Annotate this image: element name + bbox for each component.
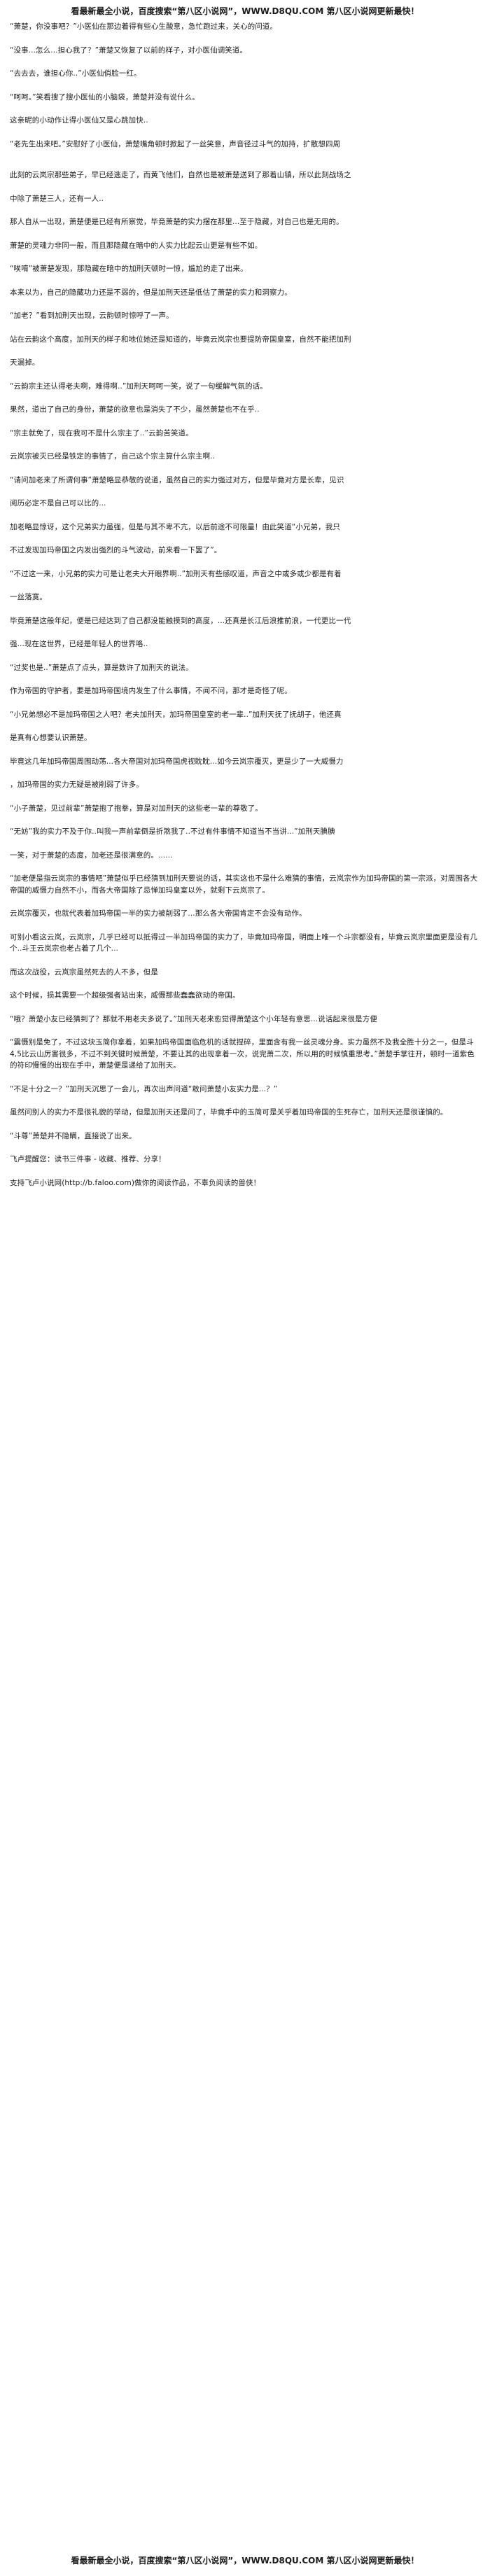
paragraph: 中除了萧楚三人，还有一人.. xyxy=(10,194,104,203)
paragraph: “唉唷”被萧楚发现，那隐藏在暗中的加刑天顿时一惊，尴尬的走了出来。 xyxy=(10,265,248,273)
paragraph: 强...现在这世界，已经是年轻人的世界咯.. xyxy=(10,640,148,648)
paragraph: 站在云韵这个高度，加刑天的样子和地位她还是知道的，毕竟云岚宗也要提防帝国皇室，自… xyxy=(10,335,351,344)
paragraph: “萧楚，你没事吧？”小医仙在那边着得有些心生酸意，急忙跑过来，关心的问道。 xyxy=(10,22,278,31)
paragraph: “不过这一来，小兄弟的实力可是让老夫大开眼界啊..”加刑天有些感叹道，声音之中或… xyxy=(10,569,342,578)
paragraph: 这亲昵的小动作让得小医仙又是心跳加快.. xyxy=(10,116,148,125)
paragraph: 云岚宗被灭已经是铁定的事情了，自己这个宗主算什么宗主啊.. xyxy=(10,452,216,461)
paragraph: “小子萧楚，见过前辈”萧楚抱了抱拳，算是对加刑天的这些老一辈的尊敬了。 xyxy=(10,804,262,813)
paragraph: “哦？萧楚小友已经猜到了？那就不用老夫多说了。”加刑天老来愈觉得萧楚这个小年轻有… xyxy=(10,1014,377,1023)
chapter-body: “萧楚，你没事吧？”小医仙在那边着得有些心生酸意，急忙跑过来，关心的问道。 “没… xyxy=(10,21,480,1189)
paragraph: 一笑，对于萧楚的态度，加老还是很满意的。...... xyxy=(10,850,173,860)
paragraph: 加老略显惊讶，这个兄弟实力虽强，但是与其不卑不亢，以后前途不可限量！由此笑道“小… xyxy=(10,522,340,531)
paragraph: “斗尊”萧楚并不隐瞒，直接说了出来。 xyxy=(10,1131,136,1140)
paragraph: 天漏掉。 xyxy=(10,358,40,367)
paragraph: ，加玛帝国的实力无疑是被削弱了许多。 xyxy=(10,780,144,789)
paragraph: “没事...怎么...担心我了？”萧楚又恢复了以前的样子，对小医仙调笑道。 xyxy=(10,46,248,55)
paragraph: 毕竟萧楚这般年纪，便是已经达到了自己都没能触摸到的高度，...还真是长江后浪推前… xyxy=(10,616,351,625)
paragraph: “震慑别是免了，不过这块玉简你拿着，如果加玛帝国面临危机的话就捏碎，里面含有我一… xyxy=(10,1038,475,1070)
paragraph: 飞卢提醒您：读书三件事 - 收藏、推荐、分享！ xyxy=(10,1155,166,1163)
paragraph: 云岚宗覆灭，也就代表着加玛帝国一半的实力被削弱了...那么各大帝国肯定不会没有动… xyxy=(10,909,307,918)
paragraph: “请问加老来了所谓何事”萧楚略显恭敬的说道，虽然自己的实力强过对方，但是毕竟对方… xyxy=(10,475,344,484)
paragraph: 阅历必定不是自己可以比的... xyxy=(10,499,106,507)
bottom-banner: 看最新最全小说，百度搜索“第八区小说网”，WWW.D8QU.COM 第八区小说网… xyxy=(71,2556,419,2566)
paragraph: “小兄弟想必不是加玛帝国之人吧？老夫加刑天，加玛帝国皇室的老一辈..”加刑天抚了… xyxy=(10,710,342,719)
paragraph: 这个时候，损其需要一个超级强者站出来，威慑那些蠢蠢欲动的帝国。 xyxy=(10,991,240,1000)
paragraph: 毕竟这几年加玛帝国周围动荡...各大帝国对加玛帝国虎视眈眈...如今云岚宗覆灭，… xyxy=(10,757,344,766)
paragraph: 那人自从一出现，萧楚便是已经有所察觉，毕竟萧楚的实力摆在那里...至于隐藏，对自… xyxy=(10,218,344,226)
paragraph: “宗主就免了，现在我可不是什么宗主了..”云韵苦笑道。 xyxy=(10,428,193,438)
paragraph: 本来以为，自己的隐藏功力还是不弱的，但是加刑天还是低估了萧楚的实力和洞察力。 xyxy=(10,288,292,297)
paragraph: 是真有心想要认识萧楚。 xyxy=(10,734,92,742)
paragraph: “呵呵。”笑看搜了搜小医仙的小脑袋，萧楚并没有说什么。 xyxy=(10,92,200,102)
paragraph: “不足十分之一？”加刑天沉思了一会儿，再次出声问道“敢问萧楚小友实力是...？” xyxy=(10,1084,278,1093)
paragraph: “去去去，谁担心你..”小医仙俏脸一红。 xyxy=(10,69,141,78)
paragraph: 而这次战役，云岚宗虽然死去的人不多，但是 xyxy=(10,967,158,976)
paragraph: 虽然问别人的实力不是很礼貌的举动，但是加刑天还是问了，毕竟手中的玉简可是关乎着加… xyxy=(10,1108,448,1116)
paragraph: 此刻的云岚宗那些弟子，早已经逃走了，而黄飞他们，自然也是被萧楚送到了那着山镇，所… xyxy=(10,171,351,179)
top-banner: 看最新最全小说，百度搜索“第八区小说网”，WWW.D8QU.COM 第八区小说网… xyxy=(71,6,419,16)
paragraph: “加老便是指云岚宗的事情吧”萧楚似乎已经猜到加刑天要说的话，其实这也不是什么难猜… xyxy=(10,874,478,895)
paragraph: 不过发现加玛帝国之内发出强烈的斗气波动，前来看一下罢了”。 xyxy=(10,546,222,554)
paragraph: 一丝落寞。 xyxy=(10,593,47,601)
paragraph: 作为帝国的守护者，要是加玛帝国境内发生了什么事情，不闻不问，那才是奇怪了呢。 xyxy=(10,687,292,695)
promo-line: 支持飞卢小说网(http://b.faloo.com)做你的阅读作品，不辜负阅读… xyxy=(10,1178,261,1187)
paragraph: 果然，道出了自己的身份，萧楚的欲意也是消失了不少，虽然萧楚也不在乎.. xyxy=(10,405,260,414)
paragraph: 可别小看这云岚，云岚宗，几乎已经可以抵得过一半加玛帝国的实力了，毕竟加玛帝国，明… xyxy=(10,932,477,953)
paragraph: “无妨”我的实力不及于你..叫我一声前辈倒是折煞我了..不过有件事情不知道当不当… xyxy=(10,827,335,836)
paragraph: “云韵宗主还认得老夫啊，难得啊..”加刑天呵呵一笑，说了一句缓解气氛的话。 xyxy=(10,382,267,391)
paragraph: 萧楚的灵魂力非同一般，而且那隐藏在暗中的人实力比起云山更是有些不如。 xyxy=(10,241,262,250)
paragraph: “过奖也是..”萧楚点了点头，算是数许了加刑天的说法。 xyxy=(10,663,193,672)
paragraph: “加老？”看到加刑天出现，云韵顿时惊呼了一声。 xyxy=(10,312,174,320)
paragraph: “老先生出来吧。”安慰好了小医仙，萧楚嘴角顿时掀起了一丝笑意，声音径过斗气的加持… xyxy=(10,139,341,148)
